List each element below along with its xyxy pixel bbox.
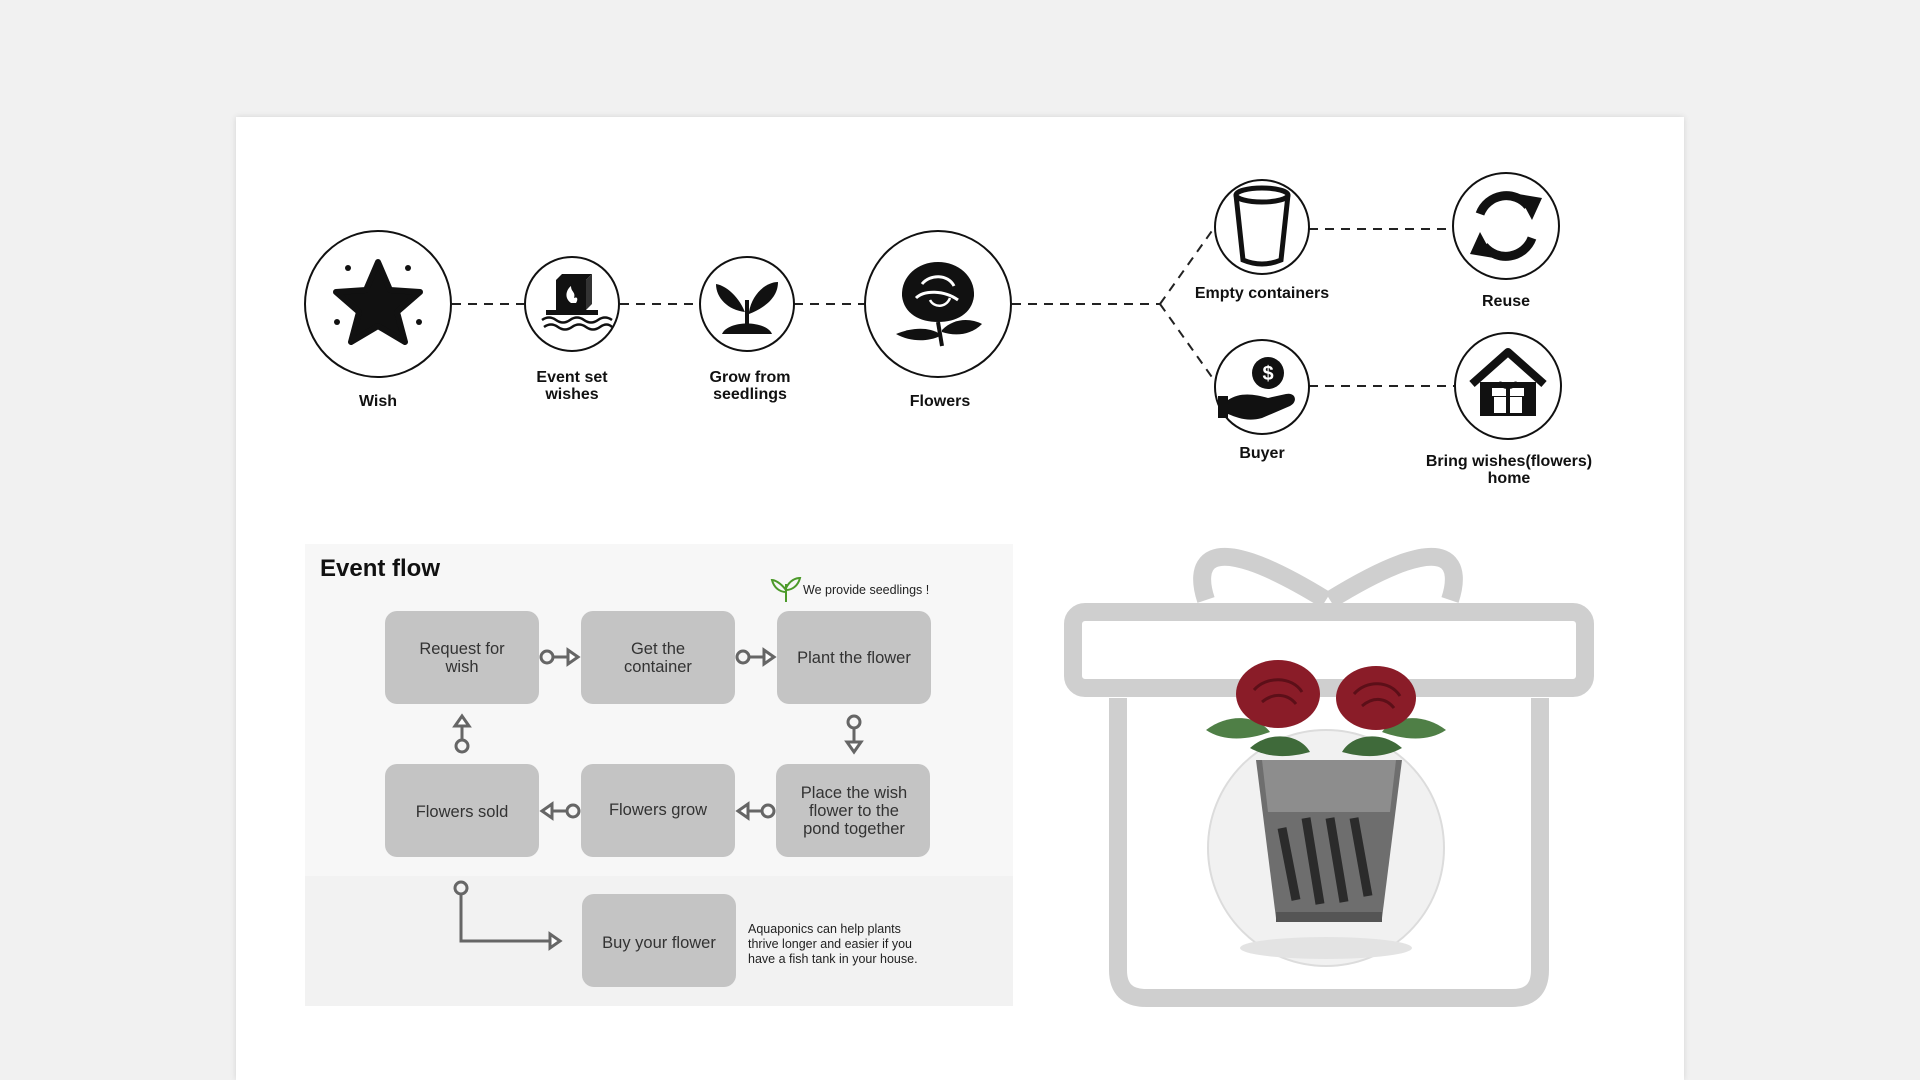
event-flow-panel: Event flow We provide seedlings ! Reques… <box>305 544 1013 1006</box>
node-label-home-1: Bring wishes(flowers) <box>1426 453 1592 470</box>
hand-coin-icon: $ <box>1218 357 1295 420</box>
node-label-flowers: Flowers <box>910 393 971 410</box>
house-gift-icon <box>1469 348 1547 416</box>
floating-lantern-icon <box>541 274 613 331</box>
flow-box-plant-line1: Plant the flower <box>797 649 911 667</box>
star-icon <box>333 259 423 345</box>
node-label-event-1: Event set <box>536 369 608 386</box>
cup-icon <box>1233 185 1291 267</box>
process-connectors <box>452 227 1454 387</box>
node-label-grow-2: seedlings <box>713 386 787 403</box>
flow-arrow-grow-sold <box>539 801 581 821</box>
node-label-reuse: Reuse <box>1482 293 1530 310</box>
pot-icon <box>1256 760 1402 922</box>
flow-arrow-sold-buy <box>453 880 563 951</box>
process-node-event: Event set wishes <box>524 256 620 403</box>
flow-box-sold: Flowers sold <box>385 764 539 857</box>
event-flow-title: Event flow <box>320 555 440 582</box>
sprout-icon <box>716 282 778 334</box>
flow-box-grow: Flowers grow <box>581 764 735 857</box>
rose-icon <box>896 262 982 347</box>
node-label-event-2: wishes <box>544 386 598 403</box>
node-label-wish: Wish <box>359 393 397 410</box>
flow-box-container-line2: container <box>624 658 692 676</box>
flow-box-buy-line1: Buy your flower <box>602 934 716 952</box>
flow-box-container-line1: Get the <box>631 640 685 658</box>
flow-box-place: Place the wish flower to the pond togeth… <box>776 764 930 857</box>
flow-arrow-sold-request <box>452 713 472 754</box>
leaves-icon <box>1206 718 1446 757</box>
flow-box-grow-line1: Flowers grow <box>609 801 707 819</box>
aquaponics-note-line3: have a fish tank in your house. <box>748 952 918 966</box>
flow-box-sold-line1: Flowers sold <box>416 803 509 821</box>
process-node-buyer: $ Buyer <box>1214 339 1310 462</box>
product-illustration <box>1206 660 1446 967</box>
flow-arrow-container-plant <box>735 647 777 667</box>
flow-box-place-line2: flower to the <box>809 802 899 820</box>
node-label-empty: Empty containers <box>1195 285 1329 302</box>
flow-box-buy: Buy your flower <box>582 894 736 987</box>
flow-box-plant: Plant the flower <box>777 611 931 704</box>
process-node-grow: Grow from seedlings <box>699 256 795 403</box>
gift-box-icon <box>1064 547 1594 1007</box>
process-node-reuse: Reuse <box>1452 172 1560 310</box>
process-node-empty: Empty containers <box>1195 179 1329 302</box>
flow-box-container: Get the container <box>581 611 735 704</box>
process-node-flowers: Flowers <box>864 230 1012 410</box>
aquaponics-note-line1: Aquaponics can help plants <box>748 922 901 936</box>
flow-box-request-line1: Request for <box>419 640 505 658</box>
node-label-grow-1: Grow from <box>710 369 791 386</box>
flow-arrow-plant-place <box>844 714 864 755</box>
seedling-icon <box>770 576 802 602</box>
flow-box-request-line2: wish <box>444 658 478 676</box>
node-label-buyer: Buyer <box>1239 445 1284 462</box>
aquaponics-note-line2: thrive longer and easier if you <box>748 937 912 951</box>
flow-arrow-request-container <box>539 647 581 667</box>
flow-box-request: Request for wish <box>385 611 539 704</box>
seedlings-note: We provide seedlings ! <box>803 583 929 597</box>
node-label-home-2: home <box>1488 470 1531 487</box>
flow-box-place-line3: pond together <box>803 820 905 838</box>
process-node-wish: Wish <box>304 230 452 410</box>
process-node-home: Bring wishes(flowers) home <box>1426 332 1592 487</box>
flow-arrow-place-grow <box>735 801 776 821</box>
flow-box-place-line1: Place the wish <box>801 784 907 802</box>
rose-blooms-icon <box>1236 660 1416 730</box>
svg-text:$: $ <box>1262 363 1273 385</box>
